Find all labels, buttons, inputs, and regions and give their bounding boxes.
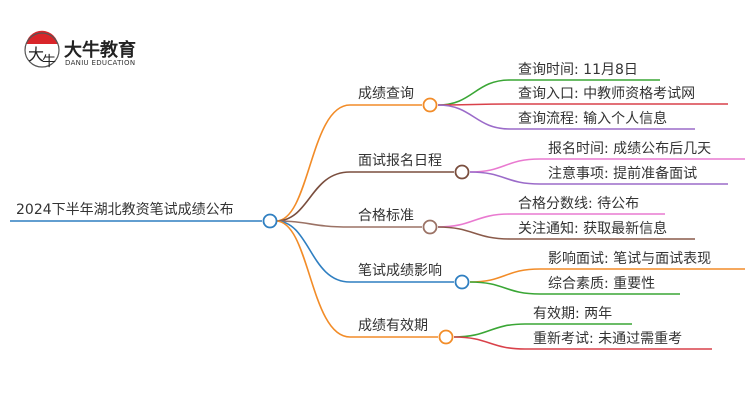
branch-node-circle [422,219,438,235]
branch-link [275,171,454,222]
logo-text: 大牛教育 [64,40,136,61]
root-node[interactable]: 2024下半年湖北教资笔试成绩公布 [16,202,234,218]
svg-text:牛: 牛 [42,54,56,70]
leaf-node[interactable]: 查询流程: 输入个人信息 [518,111,668,127]
branch-node[interactable]: 成绩查询 [358,86,414,102]
leaf-link [437,79,660,106]
branch-link [275,104,422,222]
branch-node-circle [454,164,470,180]
leaf-node[interactable]: 有效期: 两年 [533,306,613,322]
svg-text:大: 大 [28,45,44,64]
branch-node[interactable]: 合格标准 [358,208,414,224]
leaf-node[interactable]: 综合素质: 重要性 [548,276,656,292]
branch-node[interactable]: 成绩有效期 [358,318,428,334]
leaf-link [437,213,665,228]
leaf-node[interactable]: 注意事项: 提前准备面试 [548,166,698,182]
leaf-link [469,281,680,295]
logo: 大 牛 [22,28,62,76]
branch-link [275,220,454,283]
branch-node-circle [422,97,438,113]
leaf-node[interactable]: 查询时间: 11月8日 [518,62,638,78]
branch-node-circle [454,274,470,290]
branch-link [275,220,422,228]
logo-subtext: DANIU EDUCATION [65,59,136,67]
branch-node[interactable]: 面试报名日程 [358,153,442,169]
logo-mark-icon: 大 牛 [24,30,60,70]
leaf-link [469,268,745,283]
leaf-node[interactable]: 重新考试: 未通过需重考 [533,331,683,347]
leaf-link [453,336,712,350]
root-node-circle [262,213,278,229]
leaf-node[interactable]: 合格分数线: 待公布 [518,196,640,212]
branch-link [275,220,438,338]
leaf-node[interactable]: 报名时间: 成绩公布后几天 [548,141,712,157]
leaf-link [437,103,728,106]
leaf-node[interactable]: 关注通知: 获取最新信息 [518,221,668,237]
leaf-node[interactable]: 影响面试: 笔试与面试表现 [548,251,712,267]
leaf-link [437,104,695,130]
leaf-link [469,158,745,173]
leaf-node[interactable]: 查询入口: 中教师资格考试网 [518,86,696,102]
branch-node-circle [438,329,454,345]
leaf-link [469,171,728,185]
leaf-link [437,226,695,240]
leaf-link [453,323,632,338]
branch-node[interactable]: 笔试成绩影响 [358,263,442,279]
